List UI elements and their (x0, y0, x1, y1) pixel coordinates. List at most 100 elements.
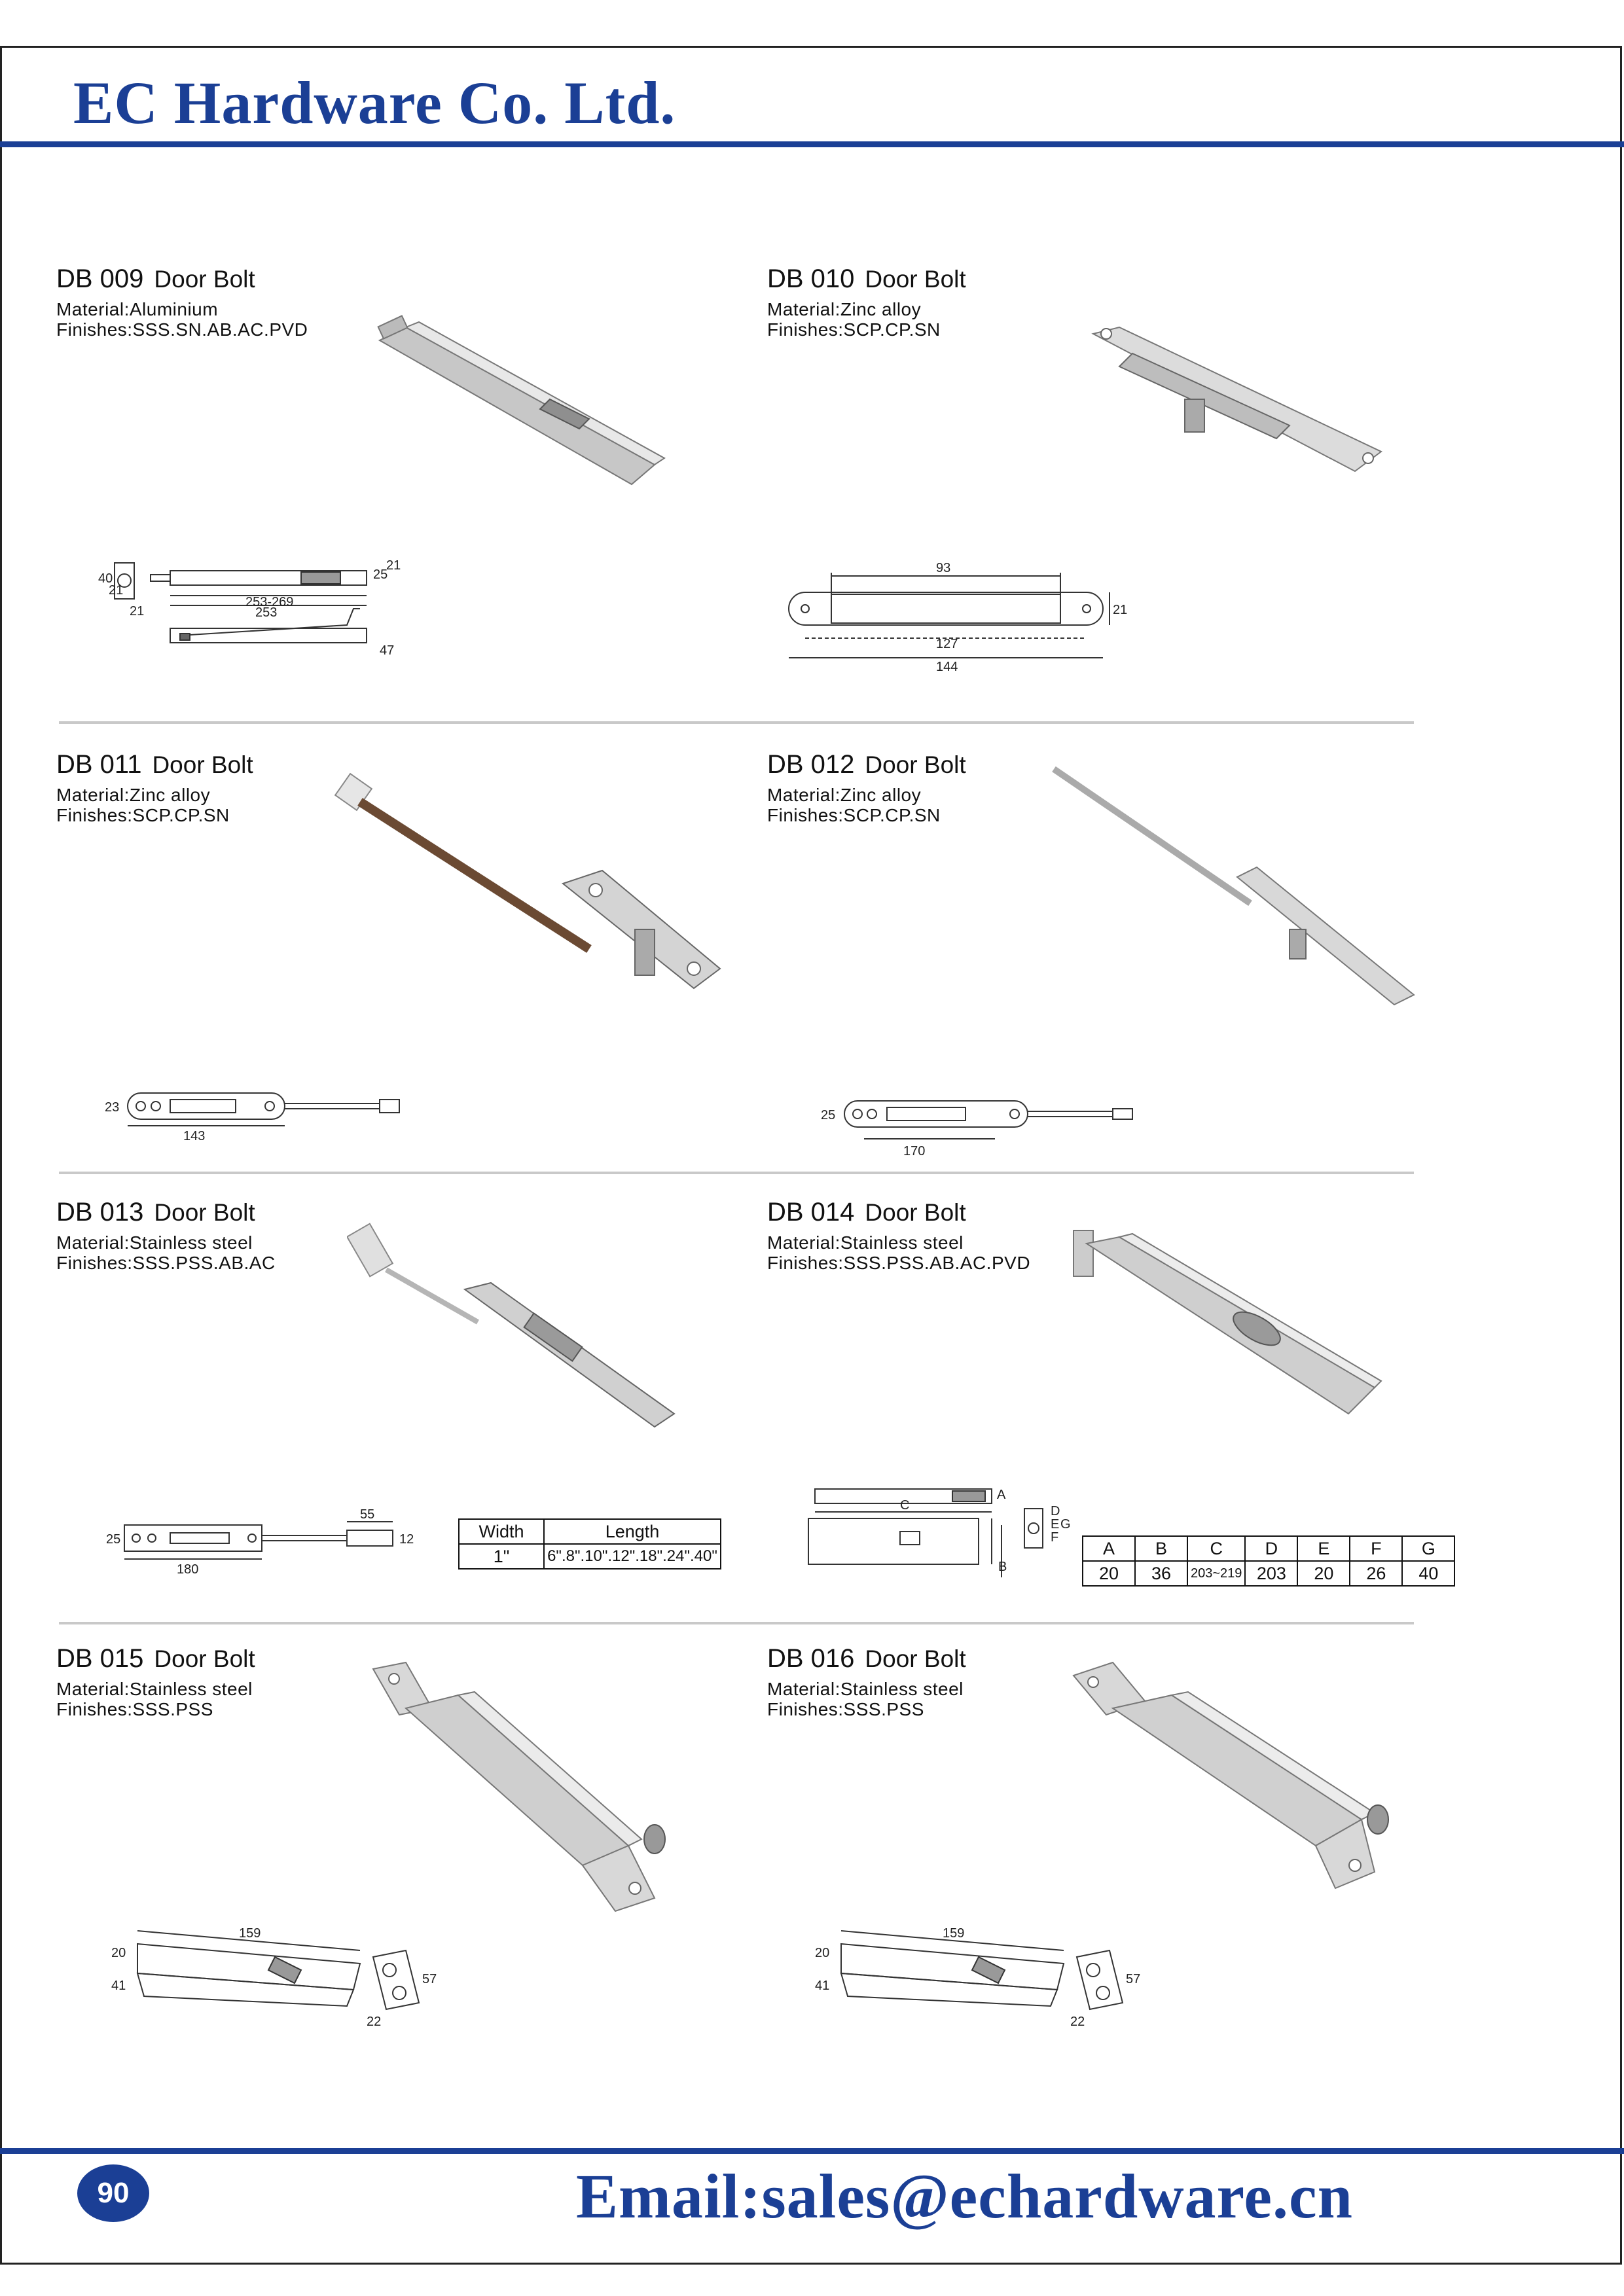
dimension-label: 253-269 (245, 595, 293, 609)
product-finishes: Finishes:SSS.SN.AB.AC.PVD (56, 319, 308, 340)
table-cell: 20 (1297, 1560, 1351, 1587)
row-separator (59, 1172, 1414, 1174)
size-table-db013: Width Length 1" 6".8".10".12".18".24".40… (458, 1518, 721, 1570)
dimension-label: 21 (1113, 603, 1127, 617)
dimension-label: E (1051, 1517, 1059, 1532)
product-name: Door Bolt (865, 1199, 966, 1226)
product-code: DB 014 (767, 1198, 855, 1227)
table-header: F (1349, 1535, 1403, 1562)
table-cell: 6".8".10".12".18".24".40" (543, 1543, 721, 1570)
dimension-label: 253 (255, 605, 277, 620)
product-name: Door Bolt (865, 1645, 966, 1672)
product-photo-db009 (377, 315, 666, 486)
table-cell: 26 (1349, 1560, 1403, 1587)
product-finishes: Finishes:SCP.CP.SN (56, 805, 230, 825)
dimension-label: F (1051, 1530, 1058, 1545)
contact-email: Email:sales@echardware.cn (576, 2161, 1354, 2231)
header-rule (0, 141, 1624, 147)
product-photo-db015 (372, 1661, 666, 1912)
size-table-db014: A B C D E F G 20 36 203~219 203 20 26 40 (1082, 1535, 1456, 1587)
dimension-label: 25 (821, 1108, 835, 1122)
product-photo-db011 (334, 772, 721, 990)
product-code: DB 013 (56, 1198, 144, 1227)
dimension-label: 20 (111, 1946, 126, 1960)
dimension-label: 41 (815, 1979, 829, 1993)
table-cell: 20 (1082, 1560, 1136, 1587)
table-header: Width (458, 1518, 545, 1545)
dimension-label: 143 (183, 1129, 205, 1143)
product-photo-db012 (1052, 766, 1415, 1006)
dimension-label: 40 (98, 571, 113, 586)
dimension-label: 25 (373, 567, 388, 582)
product-code: DB 010 (767, 264, 855, 293)
dimension-label: 22 (367, 2015, 381, 2029)
dimension-label: 22 (1070, 2015, 1085, 2029)
product-material: Material:Stainless steel (56, 1679, 253, 1699)
dimension-label: 159 (943, 1926, 964, 1941)
row-separator (59, 721, 1414, 724)
table-cell: 36 (1134, 1560, 1188, 1587)
product-code: DB 016 (767, 1644, 855, 1673)
product-photo-db010 (1091, 326, 1382, 473)
row-separator (59, 1622, 1414, 1624)
dimension-label: C (900, 1498, 909, 1513)
dimension-label: 57 (422, 1972, 437, 1986)
product-finishes: Finishes:SCP.CP.SN (767, 319, 941, 340)
product-finishes: Finishes:SSS.PSS.AB.AC (56, 1253, 276, 1273)
table-header: D (1244, 1535, 1299, 1562)
drawing-db012: 25 170 (821, 1100, 1133, 1158)
product-name: Door Bolt (154, 266, 255, 293)
dimension-label: 127 (936, 637, 958, 651)
product-photo-db013 (347, 1223, 676, 1428)
product-code: DB 015 (56, 1644, 144, 1673)
drawing-db014: A C B D E F G (808, 1488, 1071, 1577)
product-db016: DB 016 Door Bolt Material:Stainless steel… (767, 1644, 966, 1719)
dimension-label: 23 (105, 1100, 119, 1115)
product-material: Material:Zinc alloy (56, 785, 211, 805)
drawing-db011: 23 143 (105, 1092, 400, 1143)
product-material: Material:Zinc alloy (767, 785, 922, 805)
product-finishes: Finishes:SSS.PSS (56, 1699, 213, 1719)
company-name: EC Hardware Co. Ltd. (73, 69, 676, 136)
dimension-label: 21 (386, 558, 401, 573)
product-name: Door Bolt (865, 751, 966, 778)
dimension-label: A (997, 1488, 1006, 1502)
product-finishes: Finishes:SCP.CP.SN (767, 805, 941, 825)
page-frame (0, 46, 1622, 2265)
drawing-db013: 25 180 55 12 (106, 1507, 414, 1577)
dimension-label: 57 (1126, 1972, 1140, 1986)
dimension-label: 144 (936, 660, 958, 674)
dimension-label: 159 (239, 1926, 261, 1941)
table-header: C (1186, 1535, 1246, 1562)
product-material: Material:Stainless steel (767, 1232, 964, 1253)
product-db014: DB 014 Door Bolt Material:Stainless steel… (767, 1198, 1030, 1273)
product-name: Door Bolt (152, 751, 253, 778)
product-finishes: Finishes:SSS.PSS.AB.AC.PVD (767, 1253, 1031, 1273)
table-cell: 203 (1244, 1560, 1299, 1587)
product-name: Door Bolt (865, 266, 966, 293)
dimension-label: G (1060, 1517, 1071, 1532)
table-header: E (1297, 1535, 1351, 1562)
table-cell: 203~219 (1186, 1560, 1246, 1587)
dimension-label: 21 (130, 604, 144, 619)
dimension-label: D (1051, 1504, 1060, 1518)
product-db012: DB 012 Door Bolt Material:Zinc alloy Fini… (767, 750, 966, 825)
table-header: Length (543, 1518, 721, 1545)
dimension-label: 93 (936, 563, 950, 575)
product-material: Material:Stainless steel (767, 1679, 964, 1699)
product-code: DB 012 (767, 750, 855, 779)
product-finishes: Finishes:SSS.PSS (767, 1699, 924, 1719)
table-cell: 40 (1401, 1560, 1456, 1587)
dimension-label: B (998, 1560, 1007, 1574)
dimension-label: 180 (177, 1562, 198, 1577)
drawing-db010: 93 21 127 144 (788, 563, 1127, 674)
table-header: G (1401, 1535, 1456, 1562)
page-number-badge: 90 (77, 2164, 149, 2222)
dimension-label: 20 (815, 1946, 829, 1960)
drawing-db016: 159 20 41 57 22 (815, 1926, 1140, 2029)
table-header: B (1134, 1535, 1188, 1562)
product-photo-db016 (1072, 1661, 1389, 1890)
